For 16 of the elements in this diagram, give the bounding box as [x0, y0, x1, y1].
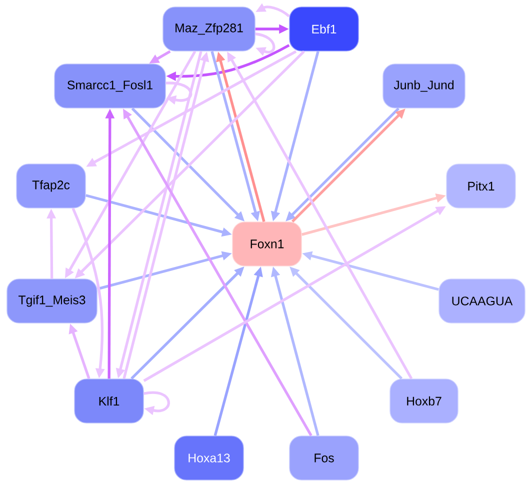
rounded-box: Klf1 — [74, 378, 144, 424]
rounded-box: Fos — [289, 436, 359, 480]
rounded-box: Hoxb7 — [390, 378, 458, 424]
loop-arrow — [166, 82, 192, 105]
rounded-box: Hoxa13 — [174, 436, 244, 480]
rounded-box: UCAAGUA — [438, 278, 526, 324]
rounded-box: Tgif1_Meis3 — [6, 278, 98, 324]
rounded-box: Ebf1 — [289, 6, 359, 52]
rounded-box: Pitx1 — [446, 164, 516, 208]
rounded-box: Junb_Jund — [382, 64, 466, 108]
rounded-box: Foxn1 — [232, 222, 302, 266]
rounded-box: Tfap2c — [16, 164, 86, 208]
loop-arrow — [255, 32, 276, 56]
rounded-box: Smarcc1_Fosl1 — [54, 64, 166, 108]
rounded-box: Maz_Zfp281 — [162, 6, 256, 52]
loop-arrow — [144, 391, 170, 416]
